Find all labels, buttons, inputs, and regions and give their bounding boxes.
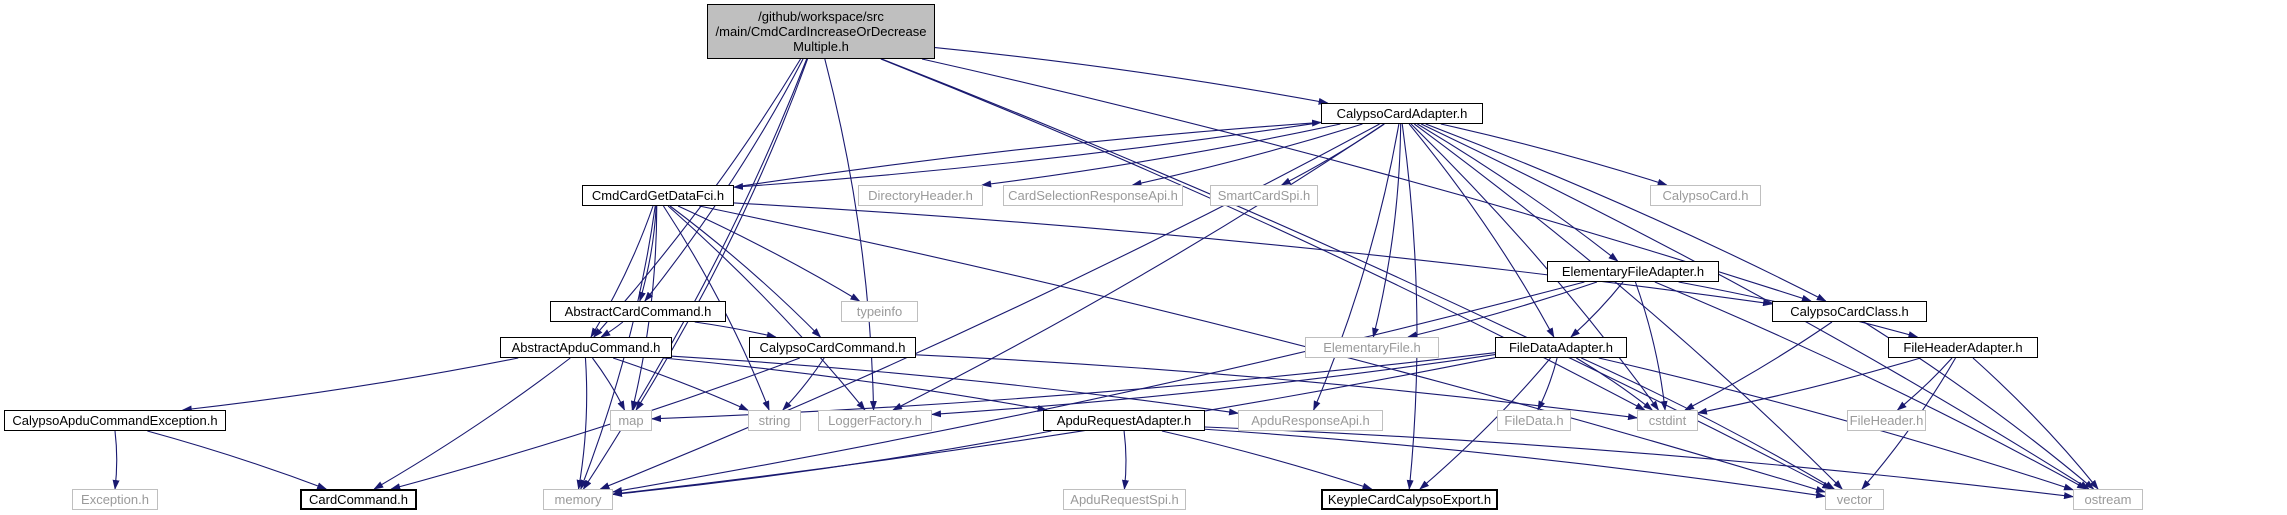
node-keyple-card-calypso-export[interactable]: KeypleCardCalypsoExport.h [1321, 489, 1498, 510]
edge-ara-to-memory [612, 430, 1052, 497]
edge-fda-to-cstdint [1576, 357, 1653, 411]
node-elementary-file-adapter[interactable]: ElementaryFileAdapter.h [1547, 261, 1719, 282]
edge-cca-to-arsa [1313, 123, 1400, 411]
edge-ara-to-kcce [1161, 430, 1373, 490]
edge-fha-to-fh [1896, 357, 1953, 411]
edge-cca-to-cgdf [733, 121, 1322, 190]
edge-cca-to-lf [892, 123, 1385, 411]
edge-cca-to-vector [1413, 123, 1843, 490]
edge-cca-to-ccard [1440, 123, 1668, 186]
edge-aac-to-arsa [671, 355, 1239, 416]
edge-cgdf-to-typeinfo [677, 205, 861, 302]
edge-efa-to-memory [612, 281, 1585, 494]
node-file-header-adapter[interactable]: FileHeaderAdapter.h [1888, 337, 2038, 358]
node-card-selection-response-api: CardSelectionResponseApi.h [1003, 185, 1183, 206]
node-apdu-response-api: ApduResponseApi.h [1238, 410, 1383, 431]
edge-acc-to-calcc [694, 321, 777, 339]
edge-root-to-cca [934, 47, 1329, 105]
node-elementary-file: ElementaryFile.h [1305, 337, 1439, 358]
edge-aac-to-cace [181, 357, 519, 413]
edge-efa-to-ef [1407, 281, 1598, 339]
node-vector: vector [1825, 489, 1884, 510]
edge-cca-to-ccc [1425, 123, 1827, 302]
node-apdu-request-adapter[interactable]: ApduRequestAdapter.h [1043, 410, 1205, 431]
edge-efa-to-fda [1570, 281, 1624, 338]
edge-root-to-lf [824, 58, 877, 411]
edge-fda-to-fd [1537, 357, 1558, 411]
edge-calcc-to-cstdint [915, 354, 1638, 421]
edge-cca-to-dirh [981, 123, 1341, 188]
node-abstract-card-command[interactable]: AbstractCardCommand.h [550, 301, 726, 322]
edge-root-to-acc [644, 58, 804, 302]
node-file-data-adapter[interactable]: FileDataAdapter.h [1495, 337, 1627, 358]
edge-ara-to-arspi [1121, 430, 1129, 490]
node-apdu-request-spi: ApduRequestSpi.h [1063, 489, 1186, 510]
edge-cca-to-kcce [1401, 123, 1418, 490]
edge-ara-to-ostream [1204, 426, 2074, 500]
edge-aac-to-memory [576, 357, 588, 490]
edge-cca-to-csra [1131, 123, 1363, 187]
edge-cace-to-cc [147, 430, 328, 490]
node-directory-header: DirectoryHeader.h [858, 185, 983, 206]
edge-fda-to-ostream [1598, 357, 2074, 491]
edge-root-to-vector [881, 58, 1833, 490]
node-string: string [748, 410, 801, 431]
edge-acc-to-aac [600, 321, 624, 338]
edge-cgdf-to-lf [667, 205, 866, 411]
edge-ccc-to-cstdint [1684, 321, 1833, 411]
node-abstract-apdu-command[interactable]: AbstractApduCommand.h [500, 337, 672, 358]
edge-efa-to-ostream [1654, 281, 2088, 490]
node-file-data: FileData.h [1497, 410, 1571, 431]
node-map: map [610, 410, 652, 431]
edge-root-to-map [635, 58, 809, 411]
edge-cca-to-cstdint [1410, 123, 1660, 411]
node-typeinfo: typeinfo [841, 301, 918, 322]
edge-cgdf-to-aac [590, 205, 654, 338]
edge-aac-to-string [612, 357, 749, 411]
node-calypso-card: CalypsoCard.h [1650, 185, 1761, 206]
node-calypso-card-adapter[interactable]: CalypsoCardAdapter.h [1321, 103, 1483, 124]
edge-cace-to-exc [112, 430, 120, 490]
node-card-command[interactable]: CardCommand.h [300, 489, 417, 510]
edge-fda-to-kcce [1419, 357, 1551, 490]
edge-cgdf-to-acc [638, 205, 657, 302]
edge-aac-to-map [592, 357, 626, 411]
edge-cca-to-fda [1408, 123, 1555, 338]
edge-fda-to-memory [612, 357, 1496, 497]
node-cstdint: cstdint [1637, 410, 1698, 431]
node-root-file[interactable]: /github/workspace/src /main/CmdCardIncre… [707, 4, 935, 59]
edge-efa-to-cstdint [1634, 281, 1668, 411]
edge-cca-to-ef [1372, 123, 1402, 338]
edge-aac-to-cc [373, 357, 571, 490]
node-smart-card-spi: SmartCardSpi.h [1210, 185, 1318, 206]
edge-cca-to-efa [1417, 123, 1619, 262]
edge-ara-to-vector [1204, 428, 1826, 499]
edge-cgdf-to-calcc [669, 205, 822, 338]
edge-fha-to-cstdint [1697, 357, 1921, 415]
node-cmd-card-get-data-fci[interactable]: CmdCardGetDataFci.h [582, 185, 734, 206]
node-calypso-card-command[interactable]: CalypsoCardCommand.h [749, 337, 916, 358]
edge-cgdf-to-vector [699, 205, 1826, 493]
edge-fda-to-lf [931, 353, 1496, 418]
edge-fda-to-vector [1581, 357, 1836, 490]
edge-cgdf-to-cca [733, 119, 1322, 188]
node-file-header: FileHeader.h [1847, 410, 1926, 431]
node-logger-factory: LoggerFactory.h [818, 410, 932, 431]
node-calypso-card-class[interactable]: CalypsoCardClass.h [1772, 301, 1927, 322]
edge-aac-to-ara [663, 357, 1048, 412]
edge-cca-to-memory [599, 123, 1380, 490]
edge-calcc-to-string [782, 357, 825, 411]
node-calypso-apdu-command-exception[interactable]: CalypsoApduCommandException.h [4, 410, 226, 431]
node-memory: memory [543, 489, 613, 510]
edge-fha-to-ostream [1972, 357, 2099, 490]
node-exception: Exception.h [72, 489, 158, 510]
node-ostream: ostream [2073, 489, 2143, 510]
edge-calcc-to-cc [390, 357, 800, 491]
